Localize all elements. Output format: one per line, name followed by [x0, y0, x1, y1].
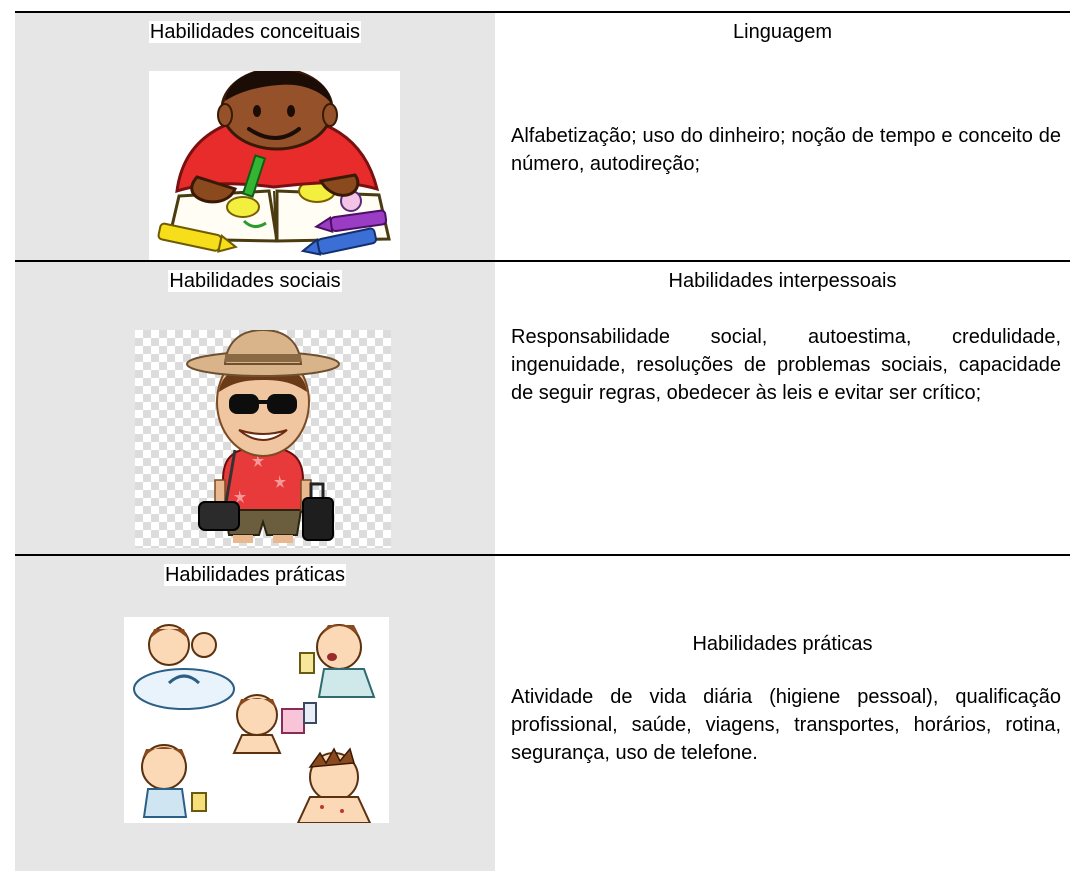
right-cell: Linguagem Alfabetização; uso do dinheiro… — [495, 13, 1070, 260]
child-drawing-image — [149, 71, 400, 262]
left-cell: Habilidades sociais — [15, 262, 495, 554]
category-title: Habilidades práticas — [163, 564, 347, 586]
area-title: Linguagem — [733, 21, 832, 43]
traveler-image — [135, 330, 391, 548]
area-description: Responsabilidade social, autoestima, cre… — [511, 326, 1061, 404]
category-title: Habilidades conceituais — [148, 21, 362, 43]
right-cell: Habilidades interpessoais Responsabilida… — [495, 262, 1070, 554]
hygiene-routine-image — [124, 617, 389, 823]
area-title: Habilidades interpessoais — [668, 270, 897, 292]
area-description: Atividade de vida diária (higiene pessoa… — [511, 686, 1061, 764]
left-cell: Habilidades conceituais — [15, 13, 495, 262]
table-row-practical: Habilidades práticas — [15, 556, 1070, 871]
table-row-conceptual: Habilidades conceituais — [15, 13, 1070, 262]
table-top-border — [15, 11, 1070, 13]
area-title: Habilidades práticas — [692, 633, 873, 655]
left-cell: Habilidades práticas — [15, 556, 495, 871]
row-divider — [15, 260, 1070, 262]
right-cell: Habilidades práticas Atividade de vida d… — [495, 556, 1070, 871]
category-title: Habilidades sociais — [168, 270, 342, 292]
area-description: Alfabetização; uso do dinheiro; noção de… — [511, 125, 1061, 175]
table-row-social: Habilidades sociais — [15, 262, 1070, 554]
row-divider — [15, 554, 1070, 556]
